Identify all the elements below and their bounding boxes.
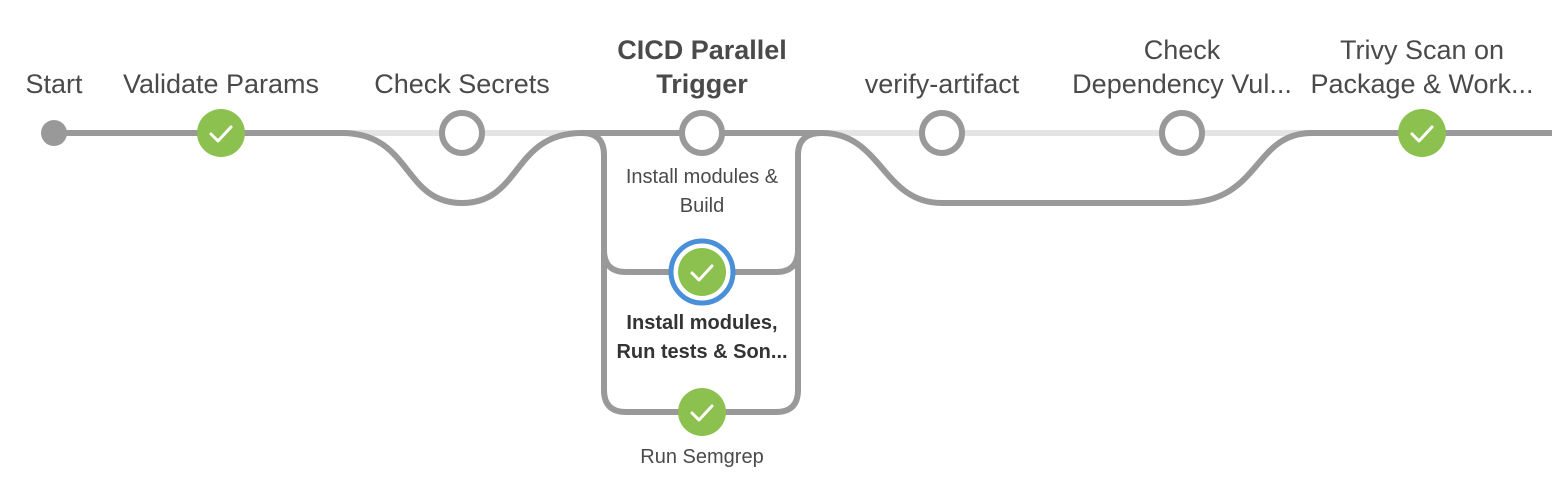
stage-label-line: Check [1143,35,1221,65]
stage-label-validate-params[interactable]: Validate Params [122,69,320,99]
stage-label-trivy-scan[interactable]: Trivy Scan on Package & Work... [1310,33,1533,101]
stage-label-line: Trivy Scan on [1339,35,1505,65]
executed-path-1 [54,130,583,207]
branch-label-install-tests-sonar[interactable]: Install modules, Run tests & Son... [616,309,787,367]
parallel-rail-left [581,130,680,415]
stage-label-cicd-parallel-trigger[interactable]: CICD Parallel Trigger [617,33,787,101]
check-icon [209,125,233,143]
stage-node-validate-params[interactable] [197,109,245,157]
check-icon [690,264,714,282]
parallel-rail-left-mid [601,249,676,275]
start-node [41,120,67,146]
stage-node-check-dependency[interactable] [1159,110,1205,156]
branch-label-line: Build [679,195,725,217]
branch-node-run-semgrep[interactable] [678,388,726,436]
branch-label-line: Install modules & [625,166,779,188]
branch-label-line: Install modules, [626,312,778,334]
stage-label-start: Start [25,69,83,99]
branch-label-run-semgrep[interactable]: Run Semgrep [640,446,764,468]
parallel-rail-right [724,130,823,415]
branch-label-install-build[interactable]: Install modules & Build [626,163,778,221]
executed-path-2 [821,130,1552,206]
stage-label-line: Dependency Vul... [1072,69,1292,99]
stage-node-cicd-parallel-trigger[interactable] [679,110,725,156]
stage-label-line: Trigger [656,69,748,99]
stage-node-verify-artifact[interactable] [919,110,965,156]
stage-node-check-secrets[interactable] [439,110,485,156]
check-icon [690,404,714,422]
stage-label-verify-artifact[interactable]: verify-artifact [864,69,1020,99]
stage-label-line: CICD Parallel [617,35,787,65]
check-icon [1410,125,1434,143]
stage-node-trivy-scan[interactable] [1398,109,1446,157]
stage-label-check-secrets[interactable]: Check Secrets [374,69,550,99]
stage-label-line: Package & Work... [1310,69,1534,99]
parallel-rail-right-mid [728,249,801,275]
branch-label-line: Run tests & Son... [616,341,788,363]
branch-node-install-tests-sonar[interactable] [668,238,736,306]
stage-label-check-dependency[interactable]: Check Dependency Vul... [1072,33,1292,101]
